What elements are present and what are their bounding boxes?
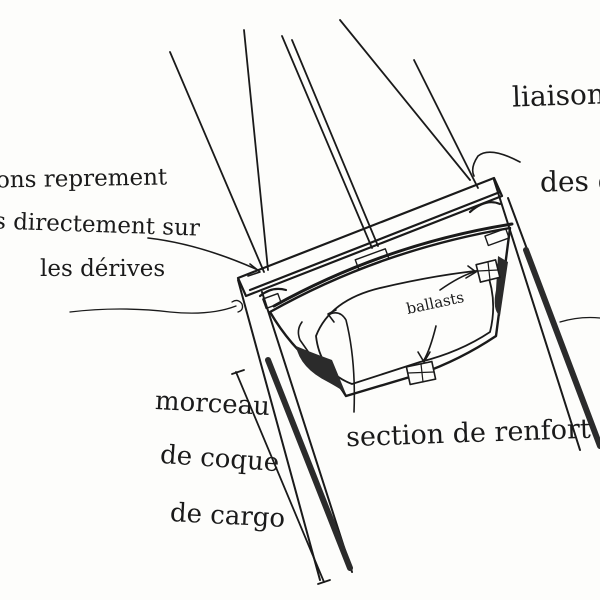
- ballast-boxes: [405, 259, 501, 386]
- label-de-coque: de coque: [159, 439, 281, 479]
- rigging-lines: [169, 19, 479, 273]
- label-morceau: morceau: [154, 386, 271, 422]
- water-line: [69, 299, 600, 323]
- label-haubans-line1: ons reprement: [0, 164, 168, 194]
- hull-piece-bracket: [231, 369, 331, 585]
- label-section-de-renfort: section de renfort: [345, 413, 592, 454]
- label-de-cargo: de cargo: [169, 498, 286, 534]
- reinforcement-section: [315, 269, 495, 385]
- label-des-derives: des d: [539, 164, 600, 199]
- right-float: [493, 179, 600, 451]
- left-float: [237, 279, 353, 581]
- ballast-shading: [296, 256, 508, 394]
- hull-section: [268, 222, 514, 398]
- label-liaison: liaison: [511, 77, 600, 114]
- label-haubans-line3: les dérives: [40, 256, 166, 282]
- annotation-arrows: [147, 151, 521, 413]
- deck-details: [262, 227, 510, 310]
